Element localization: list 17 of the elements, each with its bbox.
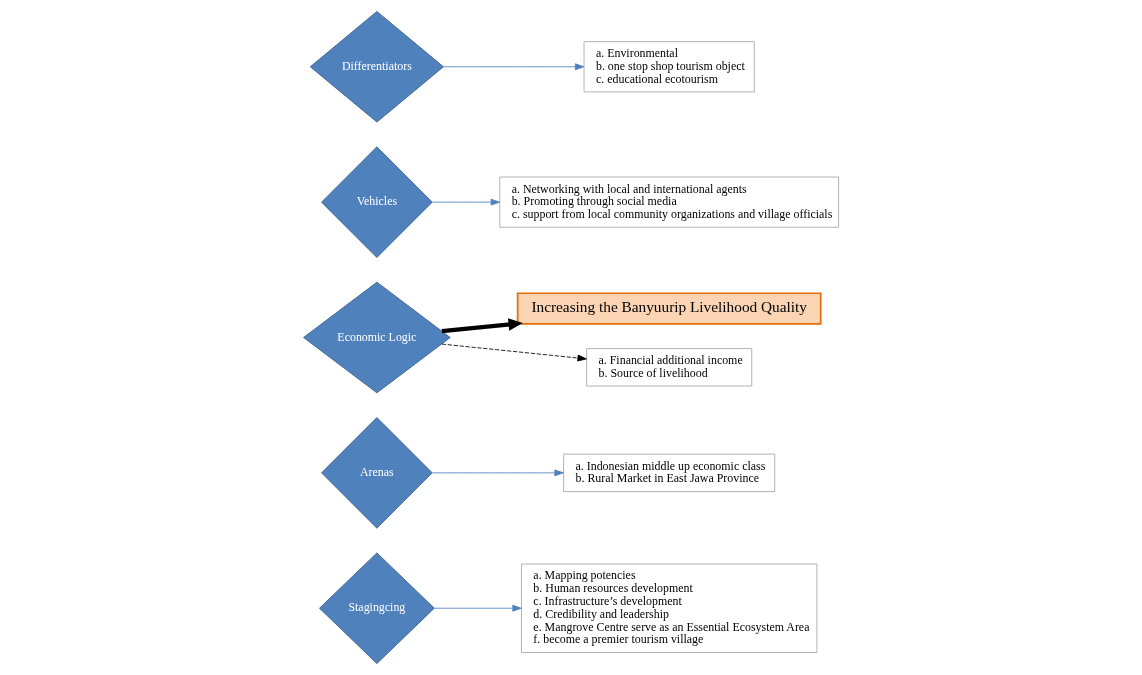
node-box: a. Financial additional income b. Source of livelihood: [586, 348, 753, 387]
node-diamond: Differentiators: [309, 11, 444, 123]
arrow: [441, 318, 523, 334]
arrow: [434, 604, 522, 612]
node-box: Increasing the Banyuurip Livelihood Quality: [516, 292, 822, 325]
node-box: a. Indonesian middle up economic class b. Rural Market in East Jawa Province: [563, 453, 776, 492]
node-diamond: Stagingcing: [319, 552, 435, 664]
node-box: a. Environmental b. one stop shop tourism object c. educational ecotourism: [583, 41, 755, 93]
node-diamond: Economic Logic: [303, 281, 451, 394]
arrow: [441, 343, 587, 362]
node-box: a. Mapping potencies b. Human resources development c. Infrastructure’s development d. Credibility and leadership e. Mangrove Centre serve as an Essential Ecosystem Area f. become a premier tourism village: [521, 563, 818, 653]
node-diamond: Arenas: [321, 417, 433, 529]
node-diamond: Vehicles: [321, 146, 433, 258]
arrow: [443, 63, 585, 71]
arrow: [431, 469, 564, 477]
arrow: [431, 198, 501, 206]
node-box: a. Networking with local and international agents b. Promoting through social media c. support from local community organizations and village officials: [499, 176, 839, 228]
